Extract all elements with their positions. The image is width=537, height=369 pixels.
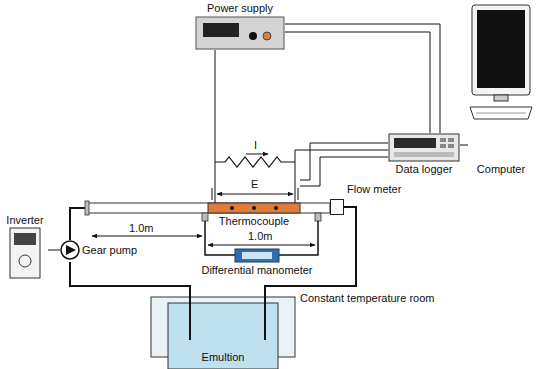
shape-rect — [394, 152, 454, 157]
node-label: Inverter — [2, 214, 48, 227]
dimension-line — [208, 245, 315, 246]
shape-circle — [252, 206, 256, 210]
wire-connector — [285, 32, 430, 133]
shape-rect — [196, 17, 284, 49]
shape-line — [189, 296, 191, 340]
shape-rect — [448, 138, 454, 142]
signal-wire — [285, 24, 440, 133]
signal-wire — [300, 157, 388, 186]
shape-rect — [477, 10, 525, 88]
voltage-span — [217, 194, 293, 195]
node-label: Gear pump — [82, 244, 137, 257]
differential-manometer: Differential manometer — [192, 248, 322, 278]
dimension-label: 1.0m — [247, 230, 273, 243]
voltage-tick — [212, 188, 213, 200]
resistor-symbol — [215, 157, 295, 167]
differential-manometer-art — [192, 248, 322, 263]
computer-art — [468, 3, 534, 123]
node-label: Differential manometer — [192, 264, 322, 277]
gear-pump-art — [60, 240, 80, 260]
wire-connector — [460, 145, 468, 146]
shape-circle — [61, 241, 79, 259]
shape-rect — [472, 5, 530, 95]
pressure-tap — [202, 213, 208, 221]
shape-rect — [494, 95, 508, 101]
pipe-connector — [70, 262, 190, 296]
shape-circle — [19, 255, 31, 267]
shape-polygon — [470, 107, 532, 119]
current-label: I — [253, 139, 258, 152]
node-label: Constant temperature room — [300, 292, 435, 305]
shape-rect — [10, 228, 40, 278]
signal-wire — [300, 143, 388, 180]
shape-circle — [274, 206, 278, 210]
shape-circle — [263, 32, 271, 40]
power-supply: Power supply — [195, 2, 285, 50]
inverter: Inverter — [2, 214, 48, 280]
voltage-label: E — [250, 178, 259, 191]
shape-rect — [394, 138, 436, 148]
heated-test-section: Thermocouple — [208, 203, 300, 229]
node-label: Power supply — [195, 2, 285, 15]
emulsion-tank: Constant temperature roomEmultion — [150, 296, 296, 367]
gear-pump: Gear pump — [60, 240, 142, 262]
current-arrow — [246, 154, 268, 155]
shape-polygon — [66, 245, 76, 255]
node-label: Computer — [468, 163, 534, 176]
node-label: Data logger — [388, 163, 460, 176]
shape-rect — [203, 23, 239, 37]
shape-circle — [249, 32, 257, 40]
wire-connector — [295, 150, 388, 203]
flow-meter: Flow meter — [330, 199, 344, 215]
shape-rect — [14, 233, 36, 245]
computer: Computer — [468, 3, 534, 178]
shape-rect — [235, 249, 279, 262]
shape-circle — [230, 206, 234, 210]
node-label: Thermocouple — [208, 215, 300, 228]
shape-rect — [448, 144, 454, 148]
shape-line — [264, 296, 266, 340]
dimension-line — [92, 236, 202, 237]
voltage-tick — [298, 188, 299, 200]
node-label: Emultion — [150, 351, 296, 364]
wire-connector — [48, 250, 60, 251]
node-label: Flow meter — [347, 183, 401, 196]
data-logger: Data logger — [388, 133, 460, 178]
shape-line — [476, 113, 526, 114]
shape-rect — [208, 203, 300, 213]
shape-rect — [440, 144, 446, 148]
tube-end-cap — [85, 201, 89, 215]
heated-test-section-art — [208, 203, 300, 213]
wire-connector — [215, 50, 216, 203]
shape-rect — [389, 134, 459, 161]
test-tube — [88, 203, 330, 213]
shape-rect — [242, 252, 272, 259]
shape-rect — [440, 138, 446, 142]
pressure-tap — [315, 213, 321, 221]
dimension-label: 1.0m — [128, 222, 154, 235]
